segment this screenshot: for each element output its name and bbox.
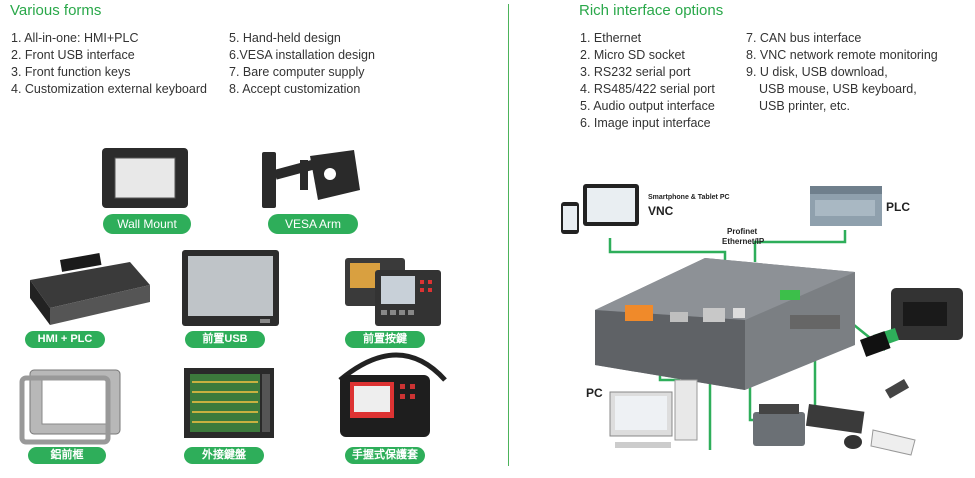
- label-vesa-arm: VESA Arm: [268, 214, 358, 234]
- vesa-arm-image: [262, 150, 360, 208]
- label-hmi-plc: HMI + PLC: [25, 331, 105, 348]
- front-keys-image: [345, 258, 441, 326]
- interface-diagram: [561, 184, 963, 456]
- product-illustrations: [19, 148, 447, 445]
- wall-mount-image: [102, 148, 188, 208]
- list-item: 9. U disk, USB download,: [746, 65, 888, 79]
- aluminum-frame-image: [19, 369, 121, 445]
- list-item: 4. Customization external keyboard: [11, 82, 207, 96]
- label-front-usb: 前置USB: [185, 331, 265, 348]
- hmi-plc-image: [30, 253, 150, 325]
- usb-peripherals-image: [753, 379, 916, 456]
- tablet-phone-image: [561, 184, 639, 234]
- list-item: 4. RS485/422 serial port: [580, 82, 715, 96]
- list-item: 8. Accept customization: [229, 82, 361, 96]
- list-item: 1. Ethernet: [580, 31, 642, 45]
- list-item: 5. Audio output interface: [580, 99, 715, 113]
- smartphone-label: Smartphone & Tablet PC: [648, 194, 730, 201]
- interface-list-col2: 7. CAN bus interface 8. VNC network remo…: [746, 30, 938, 115]
- label-aluminum-frame: 鋁前框: [28, 447, 106, 464]
- pc-label: PC: [586, 386, 603, 400]
- label-handheld-case: 手握式保護套: [345, 447, 425, 464]
- list-item: 6.VESA installation design: [229, 48, 375, 62]
- label-front-keys: 前置按鍵: [345, 331, 425, 348]
- plc-image: [810, 186, 882, 226]
- list-item: 3. RS232 serial port: [580, 65, 691, 79]
- list-item: USB printer, etc.: [759, 99, 851, 113]
- list-item: 7. CAN bus interface: [746, 31, 862, 45]
- forms-list-col1: 1. All-in-one: HMI+PLC 2. Front USB inte…: [11, 30, 207, 98]
- label-wall-mount: Wall Mount: [103, 214, 191, 234]
- interface-list-col1: 1. Ethernet 2. Micro SD socket 3. RS232 …: [580, 30, 715, 132]
- profinet-label: Profinet: [727, 227, 758, 236]
- sd-card-slot-image: [860, 288, 963, 357]
- list-item: 3. Front function keys: [11, 65, 131, 79]
- list-item: USB mouse, USB keyboard,: [759, 82, 917, 96]
- front-usb-image: [182, 250, 279, 326]
- vnc-label: VNC: [648, 204, 674, 218]
- list-item: 8. VNC network remote monitoring: [746, 48, 938, 62]
- plc-label: PLC: [886, 200, 910, 214]
- pc-image: [609, 379, 698, 448]
- label-external-keyboard: 外接鍵盤: [184, 447, 264, 464]
- list-item: 6. Image input interface: [580, 116, 711, 130]
- handheld-case-image: [338, 352, 447, 437]
- various-forms-heading: Various forms: [10, 2, 102, 19]
- ethernet-ip-label: Ethernet/IP: [722, 237, 765, 246]
- external-keyboard-image: [184, 368, 274, 438]
- list-item: 2. Front USB interface: [11, 48, 135, 62]
- list-item: 5. Hand-held design: [229, 31, 341, 45]
- section-divider: [508, 4, 509, 466]
- list-item: 2. Micro SD socket: [580, 48, 685, 62]
- forms-list-col2: 5. Hand-held design 6.VESA installation …: [229, 30, 375, 98]
- list-item: 7. Bare computer supply: [229, 65, 365, 79]
- hmi-back-view: [595, 258, 855, 390]
- interface-options-heading: Rich interface options: [579, 2, 724, 19]
- list-item: 1. All-in-one: HMI+PLC: [11, 31, 139, 45]
